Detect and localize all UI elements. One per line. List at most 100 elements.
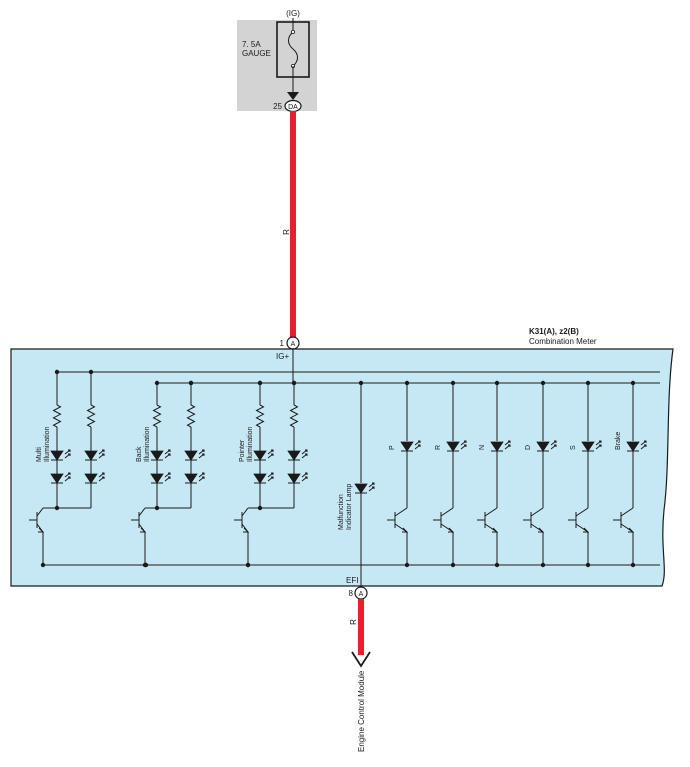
light-emission-icon [164, 476, 171, 482]
light-emission-icon [198, 472, 205, 478]
junction-dot [257, 380, 263, 386]
led-icon [446, 441, 460, 452]
light-emission-icon [164, 453, 171, 459]
light-emission-icon [460, 440, 467, 446]
led-icon [184, 473, 198, 484]
mil-label-line2: Indicator Lamp [346, 484, 353, 530]
light-emission-icon [595, 444, 602, 450]
output-wire-color-label: R [349, 619, 358, 625]
transistor-collector [440, 507, 454, 517]
light-emission-icon [368, 486, 375, 492]
led-icon [490, 441, 504, 452]
junction-dot [450, 562, 456, 568]
junction-dot [40, 562, 46, 568]
fuse-connector-label: DA [288, 104, 298, 111]
indicator-label: R [435, 445, 442, 450]
mil-label-line1: Malfunction [338, 494, 345, 530]
light-emission-icon [267, 472, 274, 478]
light-emission-icon [301, 472, 308, 478]
led-icon [253, 450, 267, 461]
led-icon [400, 441, 414, 452]
led-icon [536, 441, 550, 452]
resistor-icon [186, 404, 196, 428]
junction-dot [585, 562, 591, 568]
light-emission-icon [164, 449, 171, 455]
junction-dot [540, 562, 546, 568]
output-arrow-icon [351, 651, 371, 668]
transistor-collector [484, 507, 498, 517]
light-emission-icon [550, 440, 557, 446]
transistor-collector [394, 507, 408, 517]
led-icon [253, 473, 267, 484]
light-emission-icon [267, 449, 274, 455]
light-emission-icon [640, 444, 647, 450]
light-emission-icon [98, 453, 105, 459]
light-emission-icon [64, 449, 71, 455]
group-label-line1: Multi [36, 447, 43, 462]
junction-dot [188, 380, 194, 386]
light-emission-icon [640, 440, 647, 446]
resistor-icon [86, 404, 96, 428]
light-emission-icon [504, 444, 511, 450]
light-emission-icon [198, 449, 205, 455]
meter-name: Combination Meter [529, 337, 597, 346]
light-emission-icon [198, 453, 205, 459]
light-emission-icon [98, 476, 105, 482]
light-emission-icon [595, 440, 602, 446]
led-icon [184, 450, 198, 461]
meter-input-terminal: IG+ [276, 352, 289, 361]
light-emission-icon [64, 472, 71, 478]
transistor-collector [241, 507, 249, 517]
group-label-line2: Illumination [44, 426, 51, 462]
led-icon [84, 450, 98, 461]
resistor-icon [255, 404, 265, 428]
fuse-arrow-icon [287, 92, 299, 100]
fuse-name: GAUGE [242, 49, 271, 58]
group-label-line1: Back [136, 446, 143, 462]
junction-dot [245, 562, 251, 568]
indicator-label: P [389, 445, 396, 450]
junction-dot [404, 562, 410, 568]
group-label-line2: Illumination [144, 426, 151, 462]
fuse-pin-label: 25 [273, 102, 282, 111]
light-emission-icon [198, 476, 205, 482]
indicator-label: N [479, 445, 486, 450]
indicator-label: D [525, 445, 532, 450]
light-emission-icon [460, 444, 467, 450]
meter-output-terminal: EFI [346, 576, 358, 585]
fuse-icon [288, 22, 298, 77]
transistor-collector [530, 507, 544, 517]
junction-dot [291, 380, 297, 386]
led-icon [581, 441, 595, 452]
led-icon [84, 473, 98, 484]
fuse-block: (IG) 7. 5A GAUGE 25 DA [237, 9, 317, 113]
light-emission-icon [504, 440, 511, 446]
led-icon [50, 473, 64, 484]
transistor-collector [620, 507, 634, 517]
junction-dot [143, 562, 149, 568]
light-emission-icon [301, 449, 308, 455]
light-emission-icon [550, 444, 557, 450]
led-icon [354, 483, 368, 494]
resistor-icon [52, 404, 62, 428]
transistor-collector [36, 507, 44, 517]
light-emission-icon [64, 453, 71, 459]
light-emission-icon [267, 453, 274, 459]
light-emission-icon [98, 472, 105, 478]
meter-code: K31(A), z2(B) [529, 327, 579, 336]
light-emission-icon [414, 444, 421, 450]
indicator-label: Brake [615, 432, 622, 450]
resistor-icon [289, 404, 299, 428]
led-icon [50, 450, 64, 461]
light-emission-icon [414, 440, 421, 446]
meter-output-pin-label: 8 [349, 589, 354, 598]
led-icon [150, 473, 164, 484]
group-label-line1: Pointer [239, 439, 246, 462]
led-icon [287, 450, 301, 461]
junction-dot [494, 562, 500, 568]
junction-dot [630, 562, 636, 568]
light-emission-icon [164, 472, 171, 478]
led-icon [150, 450, 164, 461]
